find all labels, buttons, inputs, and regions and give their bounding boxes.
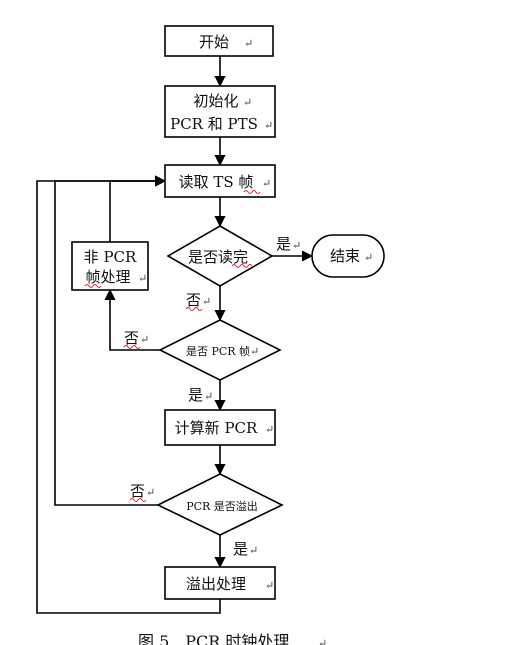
calc-pcr-label: 计算新 PCR — [175, 419, 258, 437]
calc-pcr-node: 计算新 PCR ↵ — [164, 409, 276, 446]
non-pcr-label-line2: 帧处理 — [85, 268, 130, 286]
read-ts-label: 读取 TS 帧 — [179, 173, 254, 191]
svg-text:↵: ↵ — [364, 251, 373, 264]
is-pcr-decision: 是否 PCR 帧 ↵ — [158, 319, 282, 381]
overflow-proc-label: 溢出处理 — [186, 575, 246, 593]
svg-text:↵: ↵ — [138, 272, 147, 285]
non-pcr-label-line1: 非 PCR — [84, 248, 137, 266]
read-ts-node: 读取 TS 帧 ↵ — [164, 164, 276, 198]
end-node: 结束 ↵ — [311, 234, 385, 278]
svg-text:↵: ↵ — [140, 333, 149, 346]
svg-text:↵: ↵ — [265, 423, 274, 436]
read-done-label: 是否读完 — [188, 248, 248, 266]
svg-text:↵: ↵ — [243, 96, 252, 109]
svg-text:↵: ↵ — [204, 390, 213, 403]
svg-text:↵: ↵ — [292, 239, 301, 252]
end-label: 结束 — [330, 247, 360, 265]
edge-label-pcr-no: 否 — [124, 329, 139, 347]
svg-text:↵: ↵ — [249, 544, 258, 557]
edge-label-overflow-no: 否 — [130, 482, 145, 500]
svg-text:↵: ↵ — [318, 637, 327, 645]
edge-label-pcr-yes: 是 — [188, 386, 203, 404]
read-done-decision: 是否读完 — [166, 225, 274, 287]
svg-text:↵: ↵ — [262, 177, 271, 190]
init-node: 初始化 ↵ PCR 和 PTS ↵ — [164, 85, 276, 138]
figure-caption: 图 5 PCR 时钟处理 ↵ — [138, 632, 327, 645]
init-label-line1: 初始化 — [193, 92, 238, 110]
svg-text:↵: ↵ — [146, 486, 155, 499]
overflow-proc-node: 溢出处理 ↵ — [164, 566, 276, 600]
init-label-line2: PCR 和 PTS — [170, 115, 258, 133]
start-label: 开始 — [199, 33, 229, 51]
svg-text:↵: ↵ — [250, 345, 259, 358]
start-node: 开始 ↵ — [164, 25, 274, 57]
edge-labels: 是 ↵ 否 ↵ 否 ↵ 是 ↵ 否 ↵ 是 ↵ — [123, 235, 301, 558]
edge-label-overflow-yes: 是 — [233, 540, 248, 558]
edge-label-done-yes: 是 — [276, 235, 291, 253]
svg-text:↵: ↵ — [202, 295, 211, 308]
svg-text:↵: ↵ — [264, 119, 273, 132]
overflow-decision: PCR 是否溢出 — [156, 473, 284, 536]
caption-text: 图 5 PCR 时钟处理 — [138, 632, 289, 645]
svg-text:↵: ↵ — [244, 37, 253, 50]
svg-text:↵: ↵ — [265, 579, 274, 592]
edge-label-done-no: 否 — [186, 291, 201, 309]
non-pcr-node: 非 PCR 帧处理 ↵ — [71, 241, 149, 291]
is-pcr-label: 是否 PCR 帧 — [186, 344, 250, 358]
overflow-check-label: PCR 是否溢出 — [186, 499, 258, 513]
connectors — [36, 56, 314, 614]
